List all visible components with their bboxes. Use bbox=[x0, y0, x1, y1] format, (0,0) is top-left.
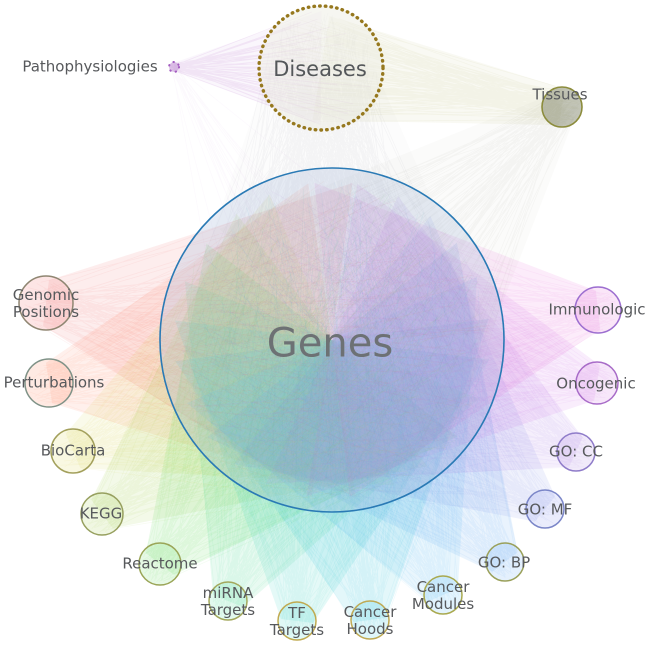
node-go_cc[interactable] bbox=[556, 432, 596, 472]
node-go_mf[interactable] bbox=[525, 489, 565, 529]
go_cc-label: GO: CC bbox=[549, 442, 603, 461]
edge-bundle-immunologic-genes bbox=[182, 182, 616, 482]
node-oncogenic[interactable] bbox=[575, 361, 619, 405]
node-diseases[interactable] bbox=[257, 4, 385, 132]
kegg-label: KEGG bbox=[79, 504, 123, 523]
edge-wedge-tf_targets-genes bbox=[174, 320, 490, 623]
node-pathophysiologies[interactable] bbox=[168, 61, 180, 73]
perturbations-label: Perturbations bbox=[3, 373, 105, 392]
cancer_hoods-label: Cancer Hoods bbox=[343, 603, 397, 638]
edge-wedge-cancer_hoods-genes bbox=[175, 318, 489, 623]
edge-bundle-diseases-tissues bbox=[265, 18, 580, 126]
edge-wedge-oncogenic-genes bbox=[306, 183, 600, 497]
biocarta-label: BioCarta bbox=[40, 441, 106, 460]
node-go_bp[interactable] bbox=[485, 542, 525, 582]
edge-wedge-mirna_targets-genes bbox=[185, 281, 479, 607]
node-tf_targets[interactable] bbox=[277, 601, 317, 641]
immunologic-label: Immunologic bbox=[548, 300, 646, 319]
edge-wedge-go_bp-genes bbox=[207, 242, 518, 572]
edge-bundle-oncogenic-genes bbox=[181, 185, 616, 499]
edge-bundle-biocarta-genes bbox=[53, 189, 466, 500]
edge-bundle-go_cc-genes bbox=[186, 188, 591, 491]
mirna_targets-label: miRNA Targets bbox=[200, 584, 256, 619]
edge-wedge-genomic_positions-genes bbox=[43, 183, 353, 497]
edge-bundle-diseases-genes bbox=[177, 12, 485, 499]
edge-wedge-immunologic-genes bbox=[314, 182, 601, 498]
edge-wedge-biocarta-genes bbox=[65, 194, 395, 486]
node-cancer_hoods[interactable] bbox=[350, 600, 390, 640]
edge-wedge-reactome-genes bbox=[145, 243, 458, 575]
reactome-label: Reactome bbox=[122, 554, 198, 573]
edge-bundle-reactome-genes bbox=[141, 193, 480, 583]
edge-bundle-tissues-genes bbox=[173, 90, 580, 498]
edge-bundle-tf_targets-genes bbox=[182, 188, 481, 636]
genomic_positions-label: Genomic Positions bbox=[12, 286, 80, 321]
edge-bundle-kegg-genes bbox=[83, 199, 484, 533]
node-reactome[interactable] bbox=[138, 542, 182, 586]
edge-bundle-genomic_positions-genes bbox=[24, 200, 489, 496]
edge-wedge-kegg-genes bbox=[91, 213, 428, 529]
edge-wedge-go_mf-genes bbox=[233, 216, 556, 522]
edge-bundle-go_bp-genes bbox=[191, 182, 522, 579]
go_bp-label: GO: BP bbox=[477, 553, 531, 572]
node-biocarta[interactable] bbox=[50, 428, 96, 474]
node-mirna_targets[interactable] bbox=[208, 581, 248, 621]
tf_targets-label: TF Targets bbox=[269, 604, 325, 639]
edge-bundle-go_mf-genes bbox=[183, 183, 561, 526]
edge-wedge-perturbations-genes bbox=[45, 183, 356, 497]
node-genomic_positions[interactable] bbox=[18, 275, 74, 331]
go_mf-label: GO: MF bbox=[517, 500, 573, 519]
cancer_modules-label: Cancer Modules bbox=[411, 578, 475, 613]
edge-bundle-cancer_modules-genes bbox=[182, 182, 475, 611]
node-immunologic[interactable] bbox=[574, 286, 622, 334]
pathophysiologies-label: Pathophysiologies bbox=[22, 57, 158, 76]
oncogenic-label: Oncogenic bbox=[556, 374, 636, 393]
genes-label: Genes bbox=[266, 320, 394, 367]
node-tissues[interactable] bbox=[541, 86, 583, 128]
edge-bundle-mirna_targets-genes bbox=[188, 186, 473, 618]
node-cancer_modules[interactable] bbox=[423, 575, 463, 615]
node-kegg[interactable] bbox=[80, 492, 124, 536]
tissues-label: Tissues bbox=[532, 85, 588, 104]
edge-wedge-go_cc-genes bbox=[265, 196, 583, 484]
edge-wedge-cancer_modules-genes bbox=[186, 276, 478, 602]
edge-bundle-cancer_hoods-genes bbox=[185, 188, 490, 637]
diseases-label: Diseases bbox=[273, 57, 367, 82]
node-genes[interactable] bbox=[159, 167, 505, 513]
node-perturbations[interactable] bbox=[24, 358, 74, 408]
